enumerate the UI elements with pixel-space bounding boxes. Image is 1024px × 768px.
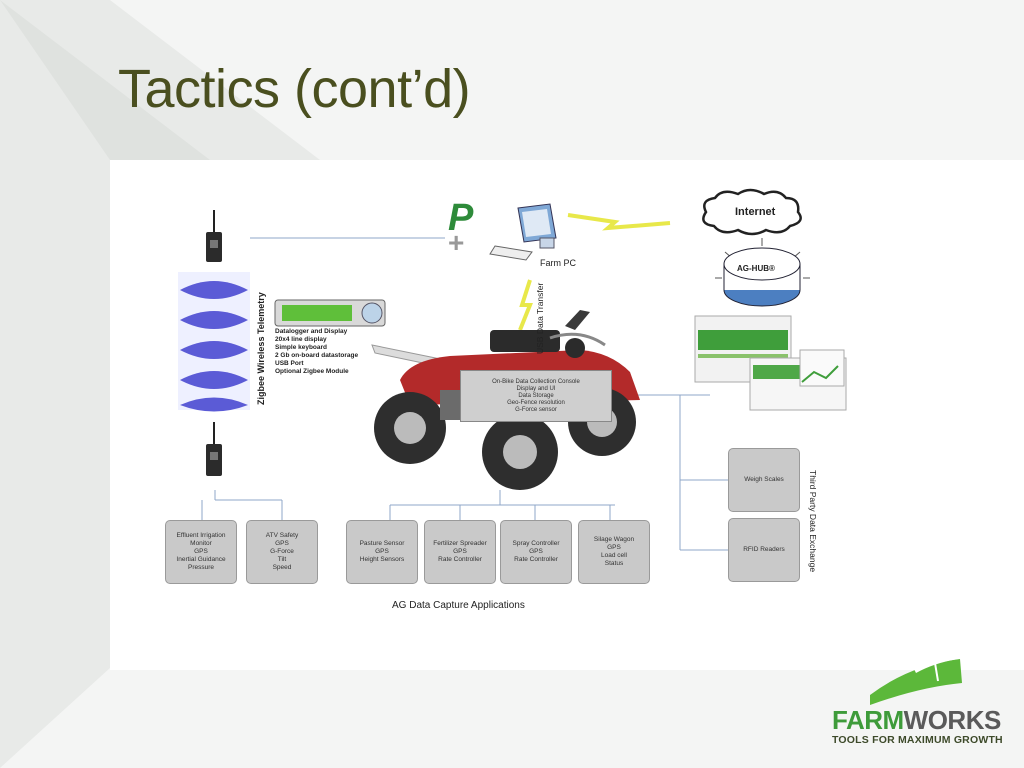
datalogger-spec: Datalogger and Display (275, 328, 348, 335)
datalogger-device-icon (274, 299, 386, 327)
farmworks-logo: FARMWORKS TOOLS FOR MAXIMUM GROWTH (832, 705, 1003, 746)
logo-works: WORKS (903, 705, 1002, 735)
third-party-label: Third Party Data Exchange (808, 470, 818, 573)
weigh-scales-label: Weigh Scales (744, 476, 784, 483)
logo-tagline: TOOLS FOR MAXIMUM GROWTH (832, 734, 1003, 746)
web-app-screenshot-icon (694, 315, 847, 411)
lightning-icon (567, 213, 671, 231)
lightning-icon (518, 279, 533, 331)
datalogger-spec: Simple keyboard (275, 344, 328, 351)
console-line: G-Force sensor (515, 406, 557, 413)
console-line: Display and UI (516, 385, 556, 392)
rfid-readers-box: RFID Readers (728, 518, 800, 582)
internet-cloud-icon (702, 188, 802, 236)
on-bike-console-box: On-Bike Data Collection Console Display … (460, 370, 612, 422)
ag-hub-icon (715, 238, 810, 307)
console-line: Geo-Fence resolution (507, 399, 565, 406)
datalogger-spec: Optional Zigbee Module (275, 368, 349, 375)
datalogger-spec: 20x4 line display (275, 336, 327, 343)
datalogger-spec: USB Port (275, 360, 304, 367)
antenna-icon (206, 210, 222, 262)
internet-label: Internet (735, 206, 776, 218)
datalogger-spec-list: Datalogger and Display 20x4 line display… (275, 328, 358, 376)
console-line: Data Storage (518, 392, 554, 399)
logo-farm: FARM (832, 705, 904, 735)
svg-text:P: P (448, 197, 474, 239)
weigh-scales-box: Weigh Scales (728, 448, 800, 512)
zigbee-wave-icon (178, 272, 250, 412)
computer-icon (489, 203, 557, 261)
ag-data-capture-label: AG Data Capture Applications (392, 600, 525, 611)
svg-text:+: + (448, 227, 464, 258)
zigbee-telemetry-label: Zigbee Wireless Telemetry (256, 292, 266, 405)
usb-transfer-label: USB Data Transfer (535, 282, 545, 354)
p-plus-logo-icon: P + (448, 197, 474, 258)
logo-name: FARMWORKS (832, 705, 1003, 736)
system-diagram: P + (178, 188, 847, 551)
farmworks-logo-icon (870, 655, 962, 705)
slide-title: Tactics (cont’d) (118, 59, 471, 119)
datalogger-spec: 2 Gb on-board datastorage (275, 352, 359, 359)
farm-pc-label: Farm PC (540, 258, 576, 268)
antenna-icon (206, 422, 222, 476)
console-line: On-Bike Data Collection Console (492, 378, 580, 385)
ag-hub-label: AG-HUB® (737, 264, 775, 273)
diagram-panel: P + (110, 160, 1024, 670)
rfid-readers-label: RFID Readers (743, 546, 785, 553)
